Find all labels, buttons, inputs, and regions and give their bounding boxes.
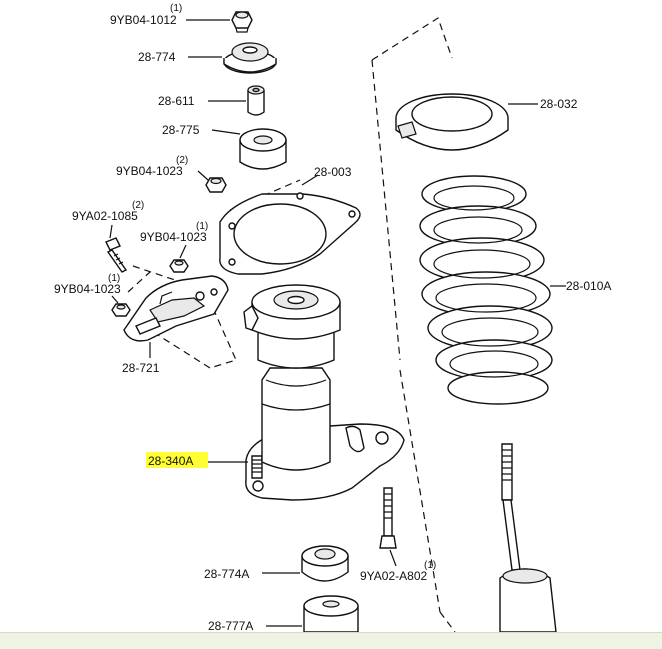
label-28-003: 28-003 [314, 165, 352, 179]
label-9yb04-1023-upper: 9YB04-1023 [116, 164, 183, 178]
label-9yb04-1023-middle: 9YB04-1023 [140, 230, 207, 244]
label-28-010a: 28-010A [566, 279, 611, 293]
dust-boot-28-777a[interactable] [303, 595, 359, 633]
qty-9yb04-1023-middle: (1) [196, 221, 208, 232]
label-28-774a: 28-774A [204, 567, 249, 581]
bottom-strip [0, 632, 662, 649]
bump-stop-28-774a[interactable] [301, 545, 349, 582]
label-28-774: 28-774 [138, 50, 176, 64]
bolt-9ya02-a802[interactable] [379, 487, 397, 549]
label-9yb04-1023-lower: 9YB04-1023 [54, 282, 121, 296]
label-28-340a-highlight [146, 452, 208, 468]
shock-absorber[interactable] [499, 443, 557, 633]
label-28-032: 28-032 [540, 97, 578, 111]
washer-28-774[interactable] [223, 42, 277, 74]
label-9ya02-a802: 9YA02-A802 [360, 569, 427, 583]
bolt-9ya02-1085[interactable] [105, 237, 128, 273]
qty-9ya02-a802: (1) [424, 560, 436, 571]
qty-9yb04-1023-lower: (1) [108, 273, 120, 284]
bushing-28-611[interactable] [247, 85, 265, 116]
nut-9yb04-1023-middle[interactable] [169, 259, 189, 273]
nut-9yb04-1023-lower[interactable] [111, 303, 131, 317]
nut-9yb04-1012[interactable] [231, 11, 253, 33]
label-28-721: 28-721 [122, 361, 160, 375]
label-28-611: 28-611 [158, 94, 195, 108]
label-28-340a: 28-340A [148, 454, 193, 468]
spring-seat-28-032[interactable] [395, 93, 509, 151]
label-9yb04-1012: 9YB04-1012 [110, 13, 177, 27]
qty-9yb04-1023-upper: (2) [176, 155, 188, 166]
spacer-28-775[interactable] [239, 128, 287, 170]
strut-housing-28-340a[interactable] [243, 284, 405, 501]
label-28-775: 28-775 [162, 123, 200, 137]
qty-9ya02-1085: (2) [132, 200, 144, 211]
qty-9yb04-1012: (1) [170, 3, 182, 14]
label-28-777a: 28-777A [208, 619, 253, 633]
coil-spring-28-010a[interactable] [419, 175, 553, 405]
bracket-28-721[interactable] [123, 275, 229, 342]
gasket-plate-28-003[interactable] [219, 192, 361, 275]
nut-9yb04-1023-upper[interactable] [205, 177, 227, 193]
label-9ya02-1085: 9YA02-1085 [72, 209, 138, 223]
assembly-guide-lines [127, 17, 456, 633]
